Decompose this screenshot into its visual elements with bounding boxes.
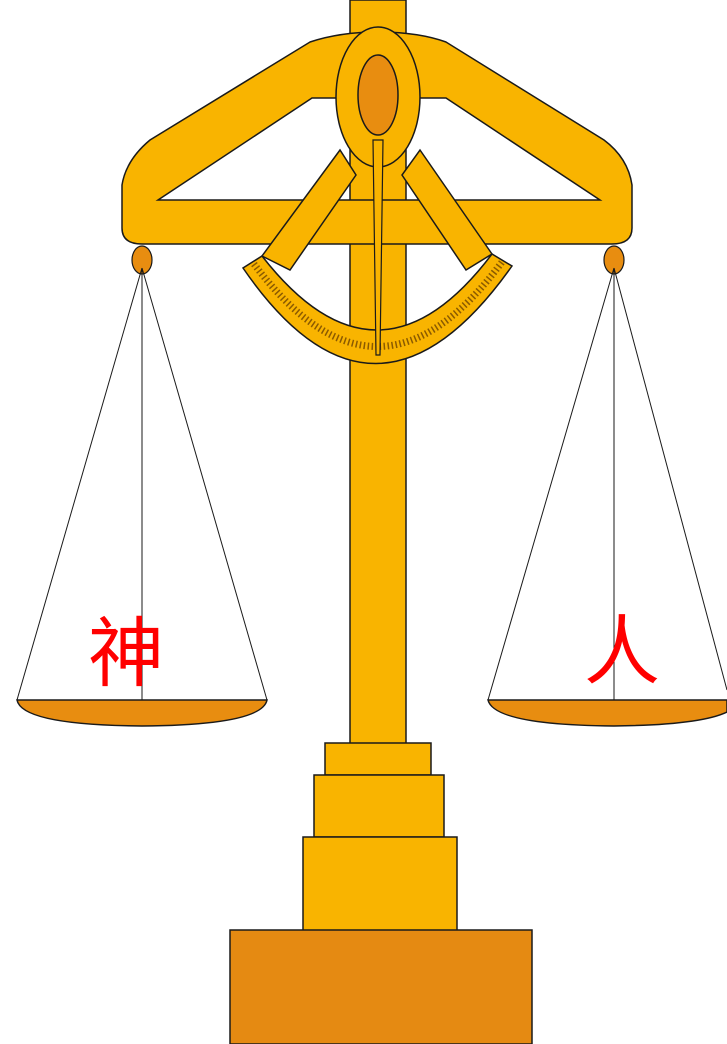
arc-gauge (241, 253, 514, 365)
right-strut (401, 148, 494, 272)
right-pan (487, 699, 727, 727)
left-strut (260, 148, 357, 271)
base-step-3 (302, 836, 458, 933)
left-pan (16, 699, 268, 727)
center-medallion-inner (357, 54, 399, 136)
left-pan-strings (16, 267, 268, 720)
base-plinth (229, 929, 533, 1044)
pointer-needle (372, 139, 384, 356)
base-step-1 (324, 742, 432, 776)
right-pan-strings (487, 267, 727, 720)
right-pan-label: 人 (584, 607, 660, 696)
base-step-2 (313, 774, 445, 838)
left-pan-label: 神 (88, 609, 164, 698)
